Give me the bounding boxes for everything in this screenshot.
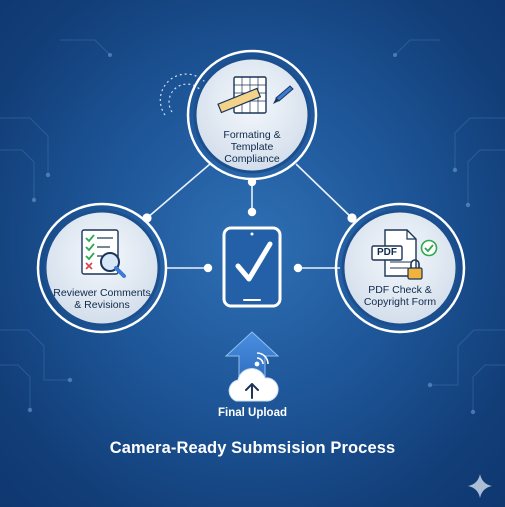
ruler-grid-pen-icon (217, 76, 294, 114)
top-node-label: Formating & Template Compliance (207, 129, 297, 165)
left-node-label-line1: Reviewer Comments (53, 287, 151, 299)
right-node-label-line1: PDF Check & (368, 284, 432, 296)
node-formatting-compliance (186, 49, 318, 181)
diagram-title: Camera-Ready Submsision Process (109, 439, 396, 457)
left-node-label-line2: & Revisions (74, 299, 130, 311)
wifi-signal-icon (254, 352, 269, 367)
circuit-nodes (27, 53, 476, 415)
connector-dots (142, 177, 357, 273)
top-node-label-line1: Formating & (223, 129, 281, 141)
left-node-label: Reviewer Comments & Revisions (44, 287, 160, 311)
top-node-label-line3: Compliance (224, 153, 280, 165)
node-pdf-copyright (334, 202, 466, 334)
top-node-label-line2: Template (230, 141, 274, 153)
connector-lines (146, 163, 353, 269)
checklist-magnifier-icon (81, 229, 126, 278)
sparkle-icon (468, 474, 492, 498)
circuit-traces (0, 39, 505, 412)
right-node-label: PDF Check & Copyright Form (350, 284, 450, 308)
cloud-upload-icon (228, 368, 279, 402)
pdf-lock-check-icon (371, 229, 438, 280)
pdf-tag-label: PDF (377, 247, 397, 258)
final-upload-label: Final Upload (218, 407, 287, 419)
right-node-label-line2: Copyright Form (363, 296, 437, 308)
dotted-arc-decoration (159, 73, 213, 116)
node-reviewer-comments (36, 202, 168, 334)
tablet-checkmark-icon (222, 226, 282, 308)
